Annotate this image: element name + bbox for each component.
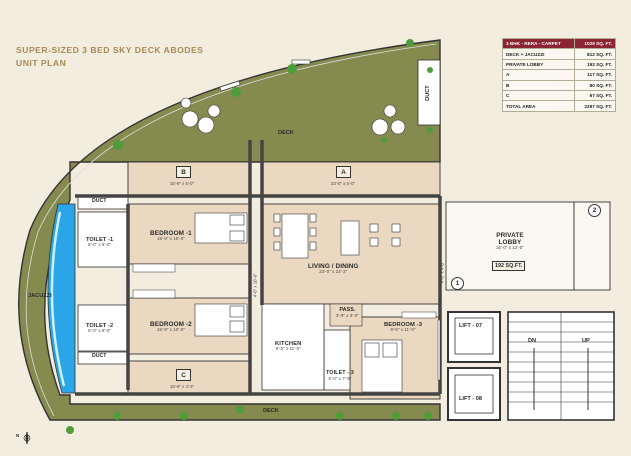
box-a-dim: 23'-0" x 5'-0" [331,181,356,186]
title-line-2: UNIT PLAN [16,58,67,68]
deck-bottom-label: DECK [263,408,279,414]
kitchen-dim: 8'-0" x 11'-0" [275,346,301,352]
box-c-dim: 15'-9" x 4'-3" [170,384,195,389]
beds [194,212,403,393]
title-line-1: SUPER-SIZED 3 BED SKY DECK ABODES [16,45,204,55]
box-b: B [176,166,191,178]
kitchen-area [261,303,325,391]
bedroom3-name: BEDROOM -3 [384,322,423,328]
walls [75,140,442,396]
area-table: 3 BHK - RERA - CARPET 1029 SQ. FT. DECK … [501,37,616,112]
living-name: LIVING / DINING [308,263,359,270]
bedroom3-dim: 9'-6" x 11'-0" [390,327,416,333]
duct-top-label: DUCT [424,85,431,101]
box-c: C [176,369,191,381]
toilet2-area [77,304,129,352]
passage-name: PASS. [339,307,356,313]
private-lobby [445,201,575,291]
passage-area [329,303,363,327]
toilet3-name: TOILET - 3 [326,370,354,376]
stair-down-label: DN [528,338,537,344]
bedroom2-dim: 15'-9" x 10'-0" [156,327,185,333]
staircase [507,311,615,421]
passage-dim: 3'-9" x 3'-0" [336,312,359,318]
jacuzzi-label: JACUZZI [28,293,52,299]
deck-furniture [180,59,406,136]
duct-left1-label: DUCT [92,198,107,204]
lift-08-label: LIFT - 08 [459,396,482,402]
lobby-dim: 16'-0" x 12'-0" [496,245,524,251]
bedroom2-name: BEDROOM -2 [150,321,192,328]
lobby-name-2: LOBBY [498,239,522,247]
area-row-value: 2297 SQ. FT. [574,100,616,112]
bedroom1-name: BEDROOM -1 [150,230,192,237]
toilet1-name: TOILET -1 [86,237,114,243]
plants [66,39,433,434]
box-b-dim: 15'-9" x 5'-0" [170,181,195,186]
lobby-label: PRIVATE LOBBY 16'-0" x 12'-0" [496,232,524,251]
page-title: SUPER-SIZED 3 BED SKY DECK ABODES UNIT P… [16,44,203,70]
lift-08-shaft [447,367,501,421]
deck-top-label: DECK [278,130,294,136]
lift-08-car [454,374,494,414]
marker-2: 2 [588,204,601,217]
compass-icon [23,431,31,445]
toilet3-area [323,329,351,391]
jacuzzi-inner [50,211,66,387]
dining-set [273,213,401,259]
bedroom1-dim: 15'-9" x 10'-0" [156,236,185,242]
area-row-label: TOTAL AREA [501,100,576,112]
kitchen-name: KITCHEN [275,341,302,347]
zone-a [261,161,441,197]
lobby-area-badge: 192 SQ.FT. [492,261,526,271]
toilet3-dim: 5'-0" x 7'-9" [328,375,352,381]
lobby-name-1: PRIVATE [496,232,524,239]
wardrobes [132,263,441,381]
passage-label: PASS.3'-9" x 3'-0" [336,307,359,319]
stair-up-label: UP [582,338,590,344]
box-a: A [336,166,351,178]
toilet1-area [77,211,129,268]
toilet2-name: TOILET -2 [86,323,114,329]
duct-left2-label: DUCT [92,353,107,359]
toilet1-dim: 8'-0" x 8'-0" [88,242,112,248]
marker-1: 1 [451,277,464,290]
duct-top-right [417,59,441,126]
corridor-right-dim: 4'-0" x 4'-0" [439,261,445,284]
lift-07-car [454,317,494,355]
toilet2-dim: 8'-0" x 8'-0" [88,328,112,334]
living-dim: 23'-0" x 23'-3" [319,269,348,275]
corridor-left-dim: 4'-0" x 10'-0" [252,273,258,298]
lift-07-label: LIFT - 07 [459,323,482,329]
deck-edge-line [25,43,437,417]
compass-label: N [16,433,20,438]
lift-07-shaft [447,311,501,363]
